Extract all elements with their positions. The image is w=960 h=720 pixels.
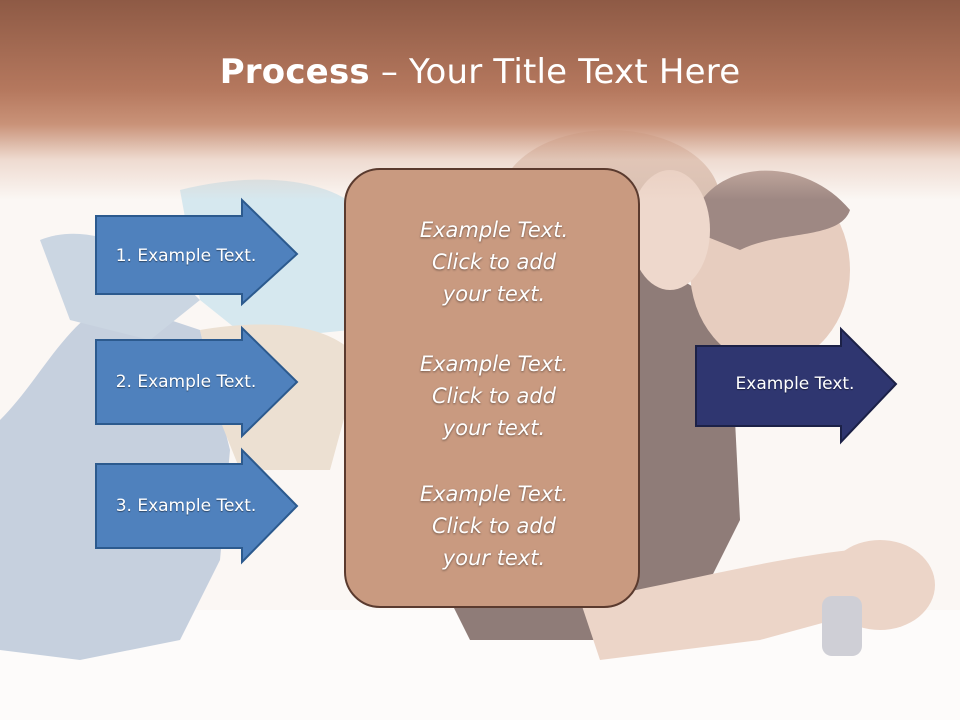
result-arrow[interactable] bbox=[693, 326, 903, 446]
step-arrow-3-label: 3. Example Text. bbox=[115, 496, 257, 516]
result-arrow-label: Example Text. bbox=[735, 374, 855, 394]
title-bold: Process bbox=[219, 52, 370, 92]
paragraph-2-line-3: your text. bbox=[442, 416, 546, 440]
slide-title[interactable]: Process – Your Title Text Here bbox=[0, 52, 960, 92]
header-band bbox=[0, 0, 960, 200]
paragraph-1-line-1: Example Text. bbox=[419, 218, 569, 242]
paragraph-1-line-2: Click to add bbox=[431, 250, 556, 274]
step-arrow-1-label: 1. Example Text. bbox=[115, 246, 257, 266]
paragraph-2-line-1: Example Text. bbox=[419, 352, 569, 376]
center-paragraph-3: Example Text. Click to add your text. bbox=[346, 478, 642, 574]
paragraph-3-line-2: Click to add bbox=[431, 514, 556, 538]
center-text-box[interactable]: Example Text. Click to add your text. Ex… bbox=[344, 168, 640, 608]
paragraph-2-line-2: Click to add bbox=[431, 384, 556, 408]
step-arrow-2-label: 2. Example Text. bbox=[115, 372, 257, 392]
paragraph-3-line-1: Example Text. bbox=[419, 482, 569, 506]
step-arrow-3[interactable] bbox=[92, 446, 302, 566]
paragraph-1-line-3: your text. bbox=[442, 282, 546, 306]
center-paragraph-2: Example Text. Click to add your text. bbox=[346, 348, 642, 444]
step-arrow-2[interactable] bbox=[92, 324, 302, 440]
center-paragraph-1: Example Text. Click to add your text. bbox=[346, 214, 642, 310]
paragraph-3-line-3: your text. bbox=[442, 546, 546, 570]
step-arrow-1[interactable] bbox=[92, 196, 302, 308]
title-rest: – Your Title Text Here bbox=[369, 52, 741, 92]
